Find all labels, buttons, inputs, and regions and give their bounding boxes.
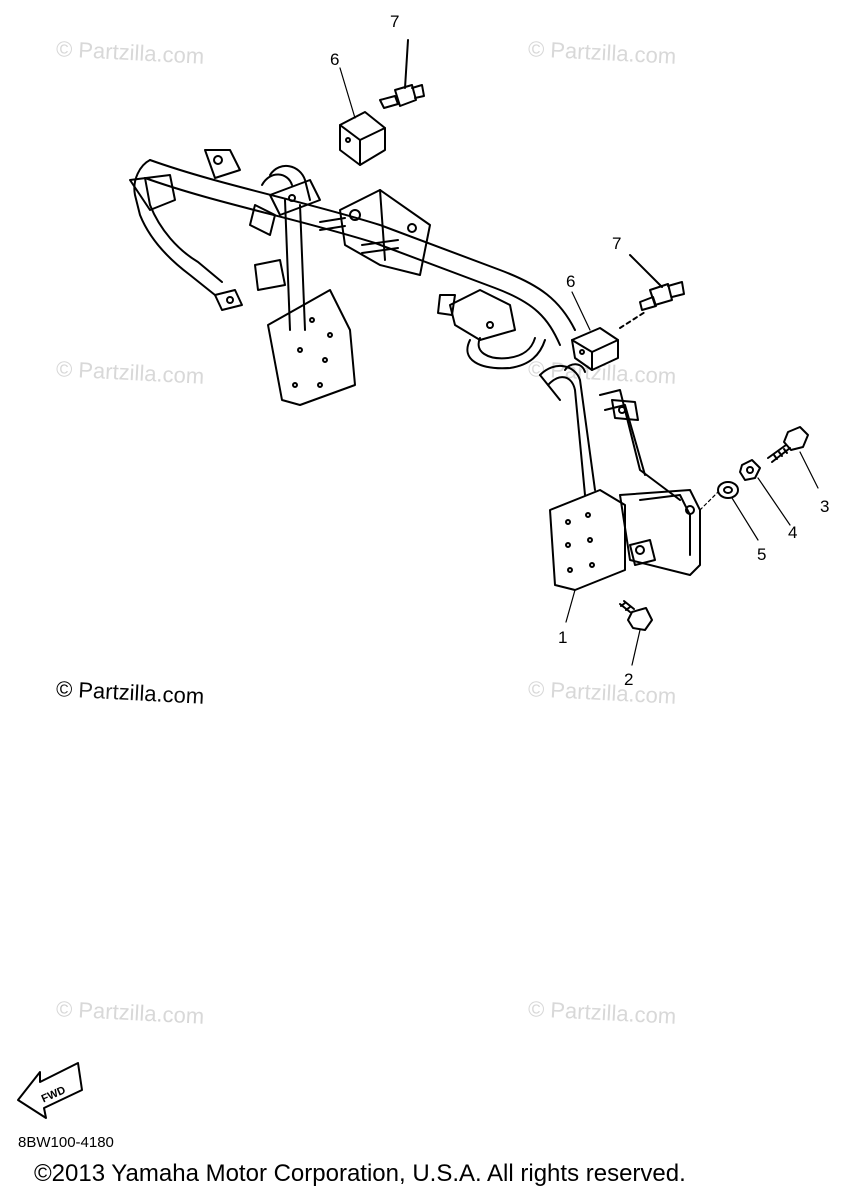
left-bracket — [129, 149, 356, 406]
callout-4: 4 — [788, 523, 798, 542]
fwd-label: FWD — [40, 1084, 68, 1105]
callout-7-upper: 7 — [390, 12, 400, 31]
rubber-block-lower — [571, 311, 646, 371]
callout-6-upper: 6 — [330, 50, 340, 69]
leader-lines — [339, 67, 819, 666]
callout-2: 2 — [624, 670, 634, 689]
right-lower-bracket — [619, 489, 701, 576]
callout-1: 1 — [558, 628, 568, 647]
rivet-clip-lower — [629, 254, 685, 311]
right-arm — [539, 363, 681, 501]
washer-5 — [717, 481, 739, 499]
callout-6-lower: 6 — [566, 272, 576, 291]
bolt-3 — [767, 426, 809, 463]
diagram-code: 8BW100-4180 — [18, 1134, 114, 1151]
lock-washer-4 — [739, 459, 761, 481]
cross-tube — [144, 159, 576, 346]
rivet-clip-upper — [379, 39, 425, 109]
bolt-2 — [619, 600, 653, 631]
copyright-notice: ©2013 Yamaha Motor Corporation, U.S.A. A… — [34, 1160, 686, 1187]
callout-3: 3 — [820, 497, 830, 516]
callout-7-lower: 7 — [612, 234, 622, 253]
right-upper-tabs — [437, 289, 546, 370]
callout-5: 5 — [757, 545, 767, 564]
rubber-block-upper — [339, 111, 386, 166]
center-mount — [319, 189, 431, 276]
fwd-arrow-icon — [17, 1062, 83, 1119]
right-mounting-plate — [549, 489, 626, 591]
